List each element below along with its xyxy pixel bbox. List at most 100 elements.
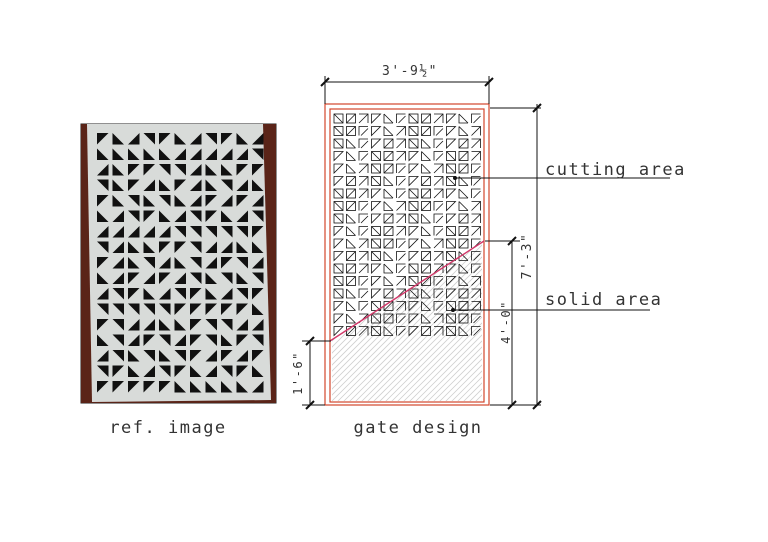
- reference-cutout: [252, 303, 264, 315]
- reference-cutout: [97, 133, 109, 145]
- reference-cutout: [190, 365, 202, 377]
- cutting-cell: [421, 138, 431, 149]
- cutting-cell: [383, 263, 394, 274]
- reference-cutout: [128, 241, 140, 253]
- cutting-cell: [333, 226, 344, 237]
- cutting-cell: [346, 276, 356, 286]
- reference-cutout: [174, 334, 186, 346]
- cutting-cell: [446, 276, 457, 287]
- reference-cutout: [205, 319, 217, 331]
- reference-cutout: [97, 257, 109, 269]
- cutting-cell: [446, 238, 456, 249]
- cutting-cell: [333, 163, 344, 174]
- reference-cutout: [143, 303, 155, 315]
- reference-cutout: [236, 303, 248, 315]
- cutting-cell: [421, 126, 431, 136]
- cutting-cell: [446, 138, 457, 149]
- cutting-cell: [433, 201, 444, 211]
- cutting-cell: [446, 251, 456, 261]
- cutting-cell: [358, 263, 369, 274]
- cutting-cell: [396, 176, 406, 186]
- cutting-cell: [408, 151, 419, 162]
- cutting-cell: [383, 226, 394, 236]
- reference-cutout: [143, 334, 155, 346]
- cutting-cell: [383, 313, 394, 324]
- reference-cutout: [174, 164, 186, 176]
- cutting-cell: [408, 326, 419, 337]
- cutting-cell: [408, 313, 419, 324]
- cutting-cell: [458, 163, 469, 174]
- cutting-area-label: cutting area: [545, 160, 686, 180]
- reference-cutout: [205, 272, 217, 284]
- cutting-cell: [346, 251, 356, 261]
- cutting-cell: [446, 313, 456, 324]
- cutting-cell: [333, 126, 344, 136]
- cutting-cell: [346, 113, 356, 124]
- reference-cutout: [221, 195, 233, 207]
- cutting-cell: [458, 326, 469, 336]
- reference-cutout: [205, 303, 217, 315]
- reference-cutout: [174, 179, 186, 191]
- reference-cutout: [190, 288, 202, 300]
- cutting-cell: [458, 138, 469, 149]
- cutting-cell: [433, 313, 444, 324]
- reference-cutout: [128, 350, 140, 362]
- cutting-cell: [346, 163, 356, 174]
- bottom-height-dimension: [302, 336, 331, 410]
- cutting-cell: [446, 288, 457, 299]
- reference-cutout: [159, 319, 171, 331]
- reference-cutout: [174, 319, 186, 331]
- reference-cutout: [205, 381, 217, 393]
- cutting-cell: [471, 276, 481, 286]
- cutting-cell: [371, 313, 381, 324]
- reference-cutout: [190, 303, 202, 315]
- reference-cutout: [252, 319, 264, 331]
- cutting-cell: [421, 151, 431, 161]
- reference-cutout: [252, 350, 264, 362]
- reference-cutout: [143, 350, 155, 362]
- reference-cutout: [112, 365, 124, 377]
- cutting-cell: [371, 238, 381, 249]
- reference-cutout: [159, 334, 171, 346]
- cutting-cell: [358, 276, 369, 286]
- reference-cutout: [236, 365, 248, 377]
- reference-cutout: [252, 381, 264, 393]
- reference-cutout: [159, 303, 171, 315]
- reference-cutout: [205, 148, 217, 160]
- reference-cutout: [221, 303, 233, 315]
- reference-cutout: [190, 381, 202, 393]
- reference-cutout: [128, 319, 140, 331]
- reference-cutout: [112, 272, 124, 284]
- cutting-cell: [408, 251, 419, 262]
- reference-cutout: [190, 133, 202, 145]
- reference-caption: ref. image: [109, 418, 226, 438]
- reference-cutout: [159, 241, 171, 253]
- reference-cutout: [190, 226, 202, 238]
- reference-cutout: [205, 288, 217, 300]
- reference-cutout: [159, 272, 171, 284]
- reference-cutout: [97, 148, 109, 160]
- cutting-cell: [421, 226, 431, 236]
- cutting-cell: [371, 176, 381, 186]
- reference-cutout: [112, 257, 124, 269]
- reference-cutout: [97, 334, 109, 346]
- cutting-cell: [408, 263, 419, 274]
- reference-cutout: [174, 381, 186, 393]
- cutting-cell: [421, 238, 431, 249]
- reference-cutout: [143, 319, 155, 331]
- cutting-cell: [458, 126, 469, 136]
- cutting-cell: [346, 226, 356, 236]
- reference-cutout: [252, 226, 264, 238]
- reference-cutout: [236, 195, 248, 207]
- reference-cutout: [112, 179, 124, 191]
- reference-cutout: [174, 226, 186, 238]
- cutting-cell: [471, 138, 481, 149]
- reference-cutout: [159, 210, 171, 222]
- cutting-cell: [396, 276, 406, 286]
- reference-cutout: [221, 210, 233, 222]
- cutting-cell: [471, 163, 481, 174]
- cutting-cell: [396, 263, 406, 274]
- reference-cutout: [143, 272, 155, 284]
- reference-cutout: [159, 288, 171, 300]
- reference-cutout: [252, 365, 264, 377]
